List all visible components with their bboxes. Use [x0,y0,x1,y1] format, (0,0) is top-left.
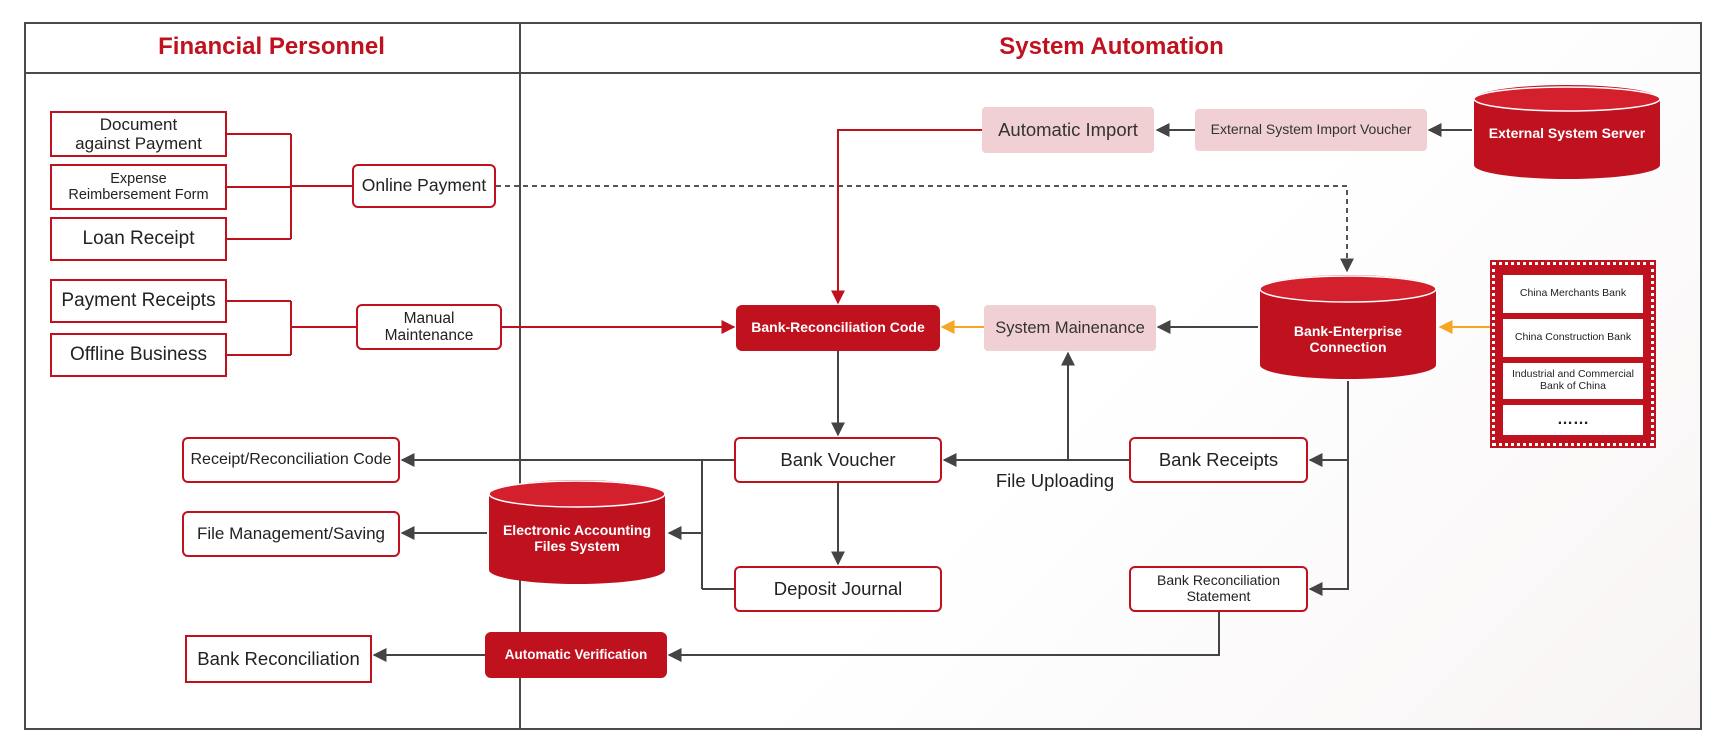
deposit-journal-box: Deposit Journal [734,566,942,612]
offline-business-box: Offline Business [50,333,227,377]
database-cylinder-icon [1473,85,1661,179]
receipts-bracket-connector [227,300,356,356]
external-system-server-label: External System Server [1488,125,1646,141]
automatic-verification-box: Automatic Verification [485,632,667,678]
database-cylinder-icon [1259,275,1437,379]
online-payment-dashed-arrow [496,185,1354,273]
bank-receipts-box: Bank Receipts [1129,437,1308,483]
lane-divider [519,22,521,730]
document-against-payment-box: Document against Payment [50,111,227,157]
database-cylinder-icon [488,480,666,584]
bank-reconciliation-code-box: Bank-Reconciliation Code [736,305,940,351]
bank-enterprise-connection-cylinder: Bank-Enterprise Connection [1258,273,1438,381]
expense-reimbursement-form-box: Expense Reimbersement Form [50,164,227,210]
external-system-import-voucher-box: External System Import Voucher [1195,109,1427,151]
receipt-reconciliation-code-box: Receipt/Reconciliation Code [182,437,400,483]
enterprise-to-receipts-arrow [1308,381,1349,467]
bank-item: China Construction Bank [1503,319,1643,357]
bank-enterprise-connection-label: Bank-Enterprise Connection [1293,323,1403,356]
online-payment-box: Online Payment [352,164,496,208]
automatic-import-box: Automatic Import [982,107,1154,153]
statement-to-verification-arrow [667,612,1220,662]
bank-voucher-box: Bank Voucher [734,437,942,483]
lane-title-financial-personnel: Financial Personnel [158,33,385,60]
header-divider [24,72,1702,74]
loan-receipt-box: Loan Receipt [50,217,227,261]
import-to-recon-code-arrow [831,129,982,305]
document-bracket-connector [227,133,352,240]
external-system-server-cylinder: External System Server [1472,85,1662,181]
payment-receipts-box: Payment Receipts [50,279,227,323]
bank-item: China Merchants Bank [1503,275,1643,313]
to-eafs-connector [701,459,734,590]
bank-list-panel: China Merchants Bank China Construction … [1490,260,1656,448]
electronic-accounting-files-system-label: Electronic Accounting Files System [502,522,652,555]
electronic-accounting-files-system-cylinder: Electronic Accounting Files System [487,478,667,586]
bank-reconciliation-box: Bank Reconciliation [185,635,372,683]
file-uploading-label: File Uploading [995,469,1115,491]
manual-maintenance-box: Manual Maintenance [356,304,502,350]
enterprise-to-statement-arrow [1308,460,1349,596]
file-management-saving-box: File Management/Saving [182,511,400,557]
system-maintenance-box: System Mainenance [984,305,1156,351]
bank-reconciliation-statement-box: Bank Reconciliation Statement [1129,566,1308,612]
bank-item: Industrial and Commercial Bank of China [1503,363,1643,399]
bank-item-more: …… [1503,405,1643,435]
lane-title-system-automation: System Automation [999,33,1224,60]
